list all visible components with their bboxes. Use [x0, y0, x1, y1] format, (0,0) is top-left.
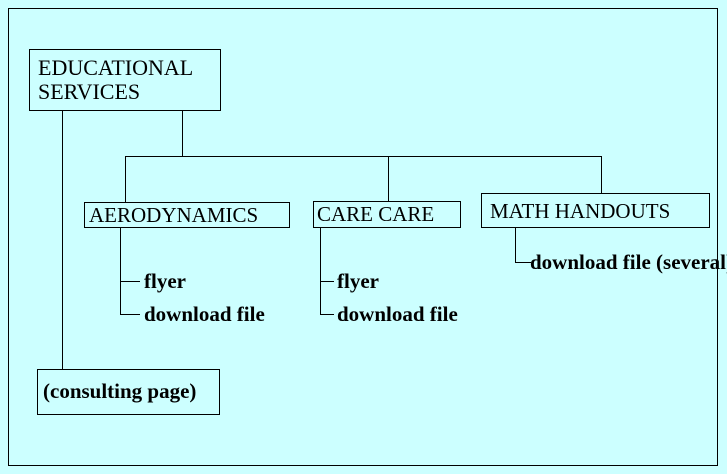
aerodynamics-items-connector: [120, 228, 121, 314]
math-handouts-drop-line: [601, 156, 602, 193]
diagram-frame: [8, 8, 718, 466]
root-to-branches-connector: [182, 111, 183, 156]
math-handouts-items-connector: [515, 228, 516, 262]
math-handouts-download-line: download file: [530, 250, 651, 274]
aerodynamics-flyer-tick: [120, 281, 140, 282]
care-care-flyer-item: flyer: [337, 269, 379, 293]
care-care-download-tick: [320, 314, 334, 315]
root-to-consulting-connector: [62, 111, 63, 369]
care-care-node: CARE CARE: [313, 201, 461, 228]
aerodynamics-drop-line: [125, 156, 126, 202]
care-care-download-file-item: download file: [337, 302, 458, 326]
consulting-page-label: (consulting page): [43, 379, 197, 403]
math-handouts-download-tick: [515, 262, 531, 263]
root-label-line1: EDUCATIONAL: [38, 55, 194, 80]
math-handouts-node: MATH HANDOUTS: [481, 193, 710, 228]
aerodynamics-download-tick: [120, 314, 140, 315]
care-care-flyer-tick: [320, 281, 334, 282]
math-handouts-several-line: (several): [656, 250, 727, 274]
root-label-line2: SERVICES: [38, 79, 141, 104]
math-handouts-label: MATH HANDOUTS: [490, 199, 671, 223]
consulting-page-node: (consulting page): [37, 369, 220, 415]
aerodynamics-node: AERODYNAMICS: [84, 202, 290, 228]
educational-services-node: EDUCATIONAL SERVICES: [29, 49, 221, 111]
branch-bus-line: [125, 156, 601, 157]
aerodynamics-flyer-item: flyer: [144, 269, 186, 293]
care-care-drop-line: [388, 156, 389, 201]
math-handouts-download-file-item: download file (several): [530, 250, 727, 274]
care-care-items-connector: [320, 228, 321, 314]
aerodynamics-label: AERODYNAMICS: [89, 203, 259, 227]
aerodynamics-download-file-item: download file: [144, 302, 265, 326]
care-care-label: CARE CARE: [317, 202, 435, 226]
